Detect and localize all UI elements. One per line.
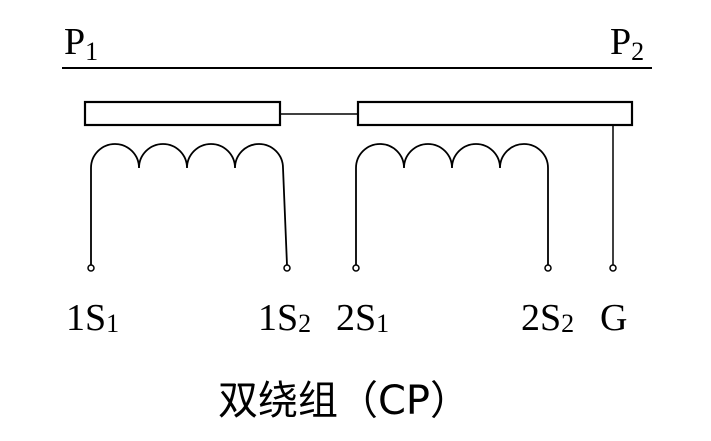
terminal-1s2-sub: 2	[298, 309, 311, 338]
terminal-p1-label: P1	[64, 21, 98, 66]
terminal-1s2-dot	[283, 264, 291, 272]
secondary-winding-2	[355, 143, 549, 265]
terminal-p2-main: P	[610, 21, 631, 63]
diagram-caption: 双绕组（CP）	[218, 378, 470, 424]
terminal-p2-sub: 2	[631, 37, 644, 66]
terminal-2s2-label: 2S2	[521, 297, 574, 339]
terminal-p1-sub: 1	[85, 37, 98, 66]
terminal-2s2-dot	[544, 264, 552, 272]
terminal-1s1-dot	[87, 264, 95, 272]
core-bar-right	[356, 100, 634, 127]
terminal-1s1-sub: 1	[106, 309, 119, 338]
terminal-2s1-label: 2S1	[336, 297, 389, 339]
core-bar-left	[83, 100, 282, 127]
terminal-2s2-main: 2S	[521, 297, 561, 339]
terminal-g-label: G	[600, 297, 627, 339]
terminal-1s1-label: 1S1	[66, 297, 119, 339]
secondary-winding-1	[90, 143, 288, 266]
terminal-p1-main: P	[64, 21, 85, 63]
terminal-g-dot	[609, 264, 617, 272]
terminal-p2-label: P2	[610, 21, 644, 66]
terminal-2s1-sub: 1	[376, 309, 389, 338]
terminal-1s2-main: 1S	[258, 297, 298, 339]
terminal-1s2-label: 1S2	[258, 297, 311, 339]
terminal-1s1-main: 1S	[66, 297, 106, 339]
terminal-2s2-sub: 2	[561, 309, 574, 338]
terminal-2s1-main: 2S	[336, 297, 376, 339]
terminal-2s1-dot	[352, 264, 360, 272]
